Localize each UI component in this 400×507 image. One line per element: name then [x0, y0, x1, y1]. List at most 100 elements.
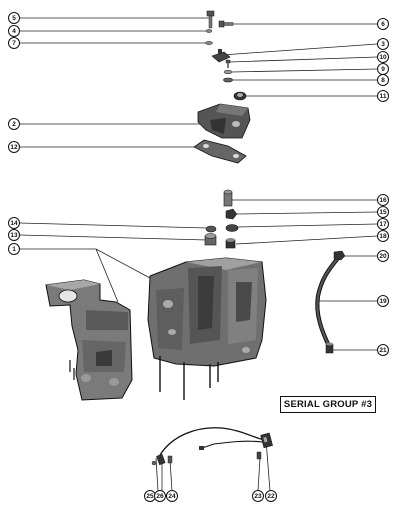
- callout-circle: [8, 12, 20, 24]
- leader-lines: [19, 17, 378, 492]
- wire-harness: [159, 427, 265, 456]
- callout-16: 16: [377, 194, 389, 206]
- callout-26: 26: [154, 490, 166, 502]
- serial-group-text: SERIAL GROUP #3: [283, 399, 373, 410]
- callout-17: 17: [377, 218, 389, 230]
- callout-number: 14: [10, 220, 18, 227]
- callout-number: 4: [12, 28, 16, 35]
- hose-part-19: [315, 255, 341, 351]
- callout-circle: [8, 229, 20, 241]
- callout-number: 8: [381, 77, 385, 84]
- callout-6: 6: [377, 18, 389, 30]
- clip-part-25: [151, 460, 157, 466]
- callout-circle: [8, 37, 20, 49]
- sleeve-part-24: [167, 455, 173, 464]
- callout-circle: [166, 490, 178, 502]
- fitting-part-21: [325, 342, 334, 354]
- callout-number: 17: [379, 221, 387, 228]
- callout-circle: [8, 243, 20, 255]
- callout-circle: [377, 230, 389, 242]
- screw-part-5: [206, 10, 215, 29]
- callout-2: 2: [8, 118, 20, 130]
- callout-circle: [377, 344, 389, 356]
- callout-1: 1: [8, 243, 20, 255]
- fitting-part-20: [333, 250, 346, 261]
- bushing-part-18: [225, 238, 236, 249]
- callout-number: 26: [156, 493, 164, 500]
- plate-part-12: [193, 139, 247, 164]
- callout-number: 15: [379, 209, 387, 216]
- callout-number: 13: [10, 232, 18, 239]
- washer-part-14: [205, 225, 217, 233]
- callout-24: 24: [166, 490, 178, 502]
- callout-number: 7: [12, 40, 16, 47]
- callout-circle: [8, 217, 20, 229]
- callout-15: 15: [377, 206, 389, 218]
- callout-number: 25: [146, 493, 154, 500]
- callout-14: 14: [8, 217, 20, 229]
- washer-part-8: [223, 77, 233, 83]
- callout-circle: [8, 141, 20, 153]
- callout-circle: [8, 25, 20, 37]
- callout-8: 8: [377, 74, 389, 86]
- callout-20: 20: [377, 250, 389, 262]
- callout-number: 21: [379, 347, 387, 354]
- connector-part-26: [156, 453, 166, 466]
- callout-circle: [265, 490, 277, 502]
- callout-number: 5: [12, 15, 16, 22]
- callout-9: 9: [377, 63, 389, 75]
- callout-10: 10: [377, 51, 389, 63]
- callout-19: 19: [377, 295, 389, 307]
- callout-23: 23: [252, 490, 264, 502]
- callout-number: 19: [379, 298, 387, 305]
- bracket-part-3: [211, 49, 231, 63]
- callout-number: 9: [381, 66, 385, 73]
- callout-circle: [252, 490, 264, 502]
- washer-part-7: [205, 41, 213, 45]
- callout-number: 6: [381, 21, 385, 28]
- screw-part-10: [225, 59, 231, 68]
- serial-group-label: SERIAL GROUP #3: [280, 396, 376, 413]
- callout-number: 18: [379, 233, 387, 240]
- callout-number: 2: [12, 121, 16, 128]
- callout-number: 20: [379, 253, 387, 260]
- callout-circle: [377, 90, 389, 102]
- callout-4: 4: [8, 25, 20, 37]
- callout-number: 16: [379, 197, 387, 204]
- fitting-part-15: [225, 208, 238, 220]
- callout-22: 22: [265, 490, 277, 502]
- callout-12: 12: [8, 141, 20, 153]
- callout-21: 21: [377, 344, 389, 356]
- callout-circle: [377, 38, 389, 50]
- screw-part-6: [218, 20, 234, 28]
- pin-part-16: [223, 189, 233, 207]
- callout-circle: [377, 206, 389, 218]
- callout-number: 3: [381, 41, 385, 48]
- callout-number: 1: [12, 246, 16, 253]
- callout-circle: [377, 194, 389, 206]
- washer-part-17: [225, 224, 239, 232]
- housing-right-part-1: [147, 257, 267, 400]
- housing-left-part-1: [45, 279, 133, 401]
- washer-part-4: [205, 29, 213, 33]
- callout-5: 5: [8, 12, 20, 24]
- callout-number: 12: [10, 144, 18, 151]
- callout-number: 10: [379, 54, 387, 61]
- callout-18: 18: [377, 230, 389, 242]
- terminal-part-22: [260, 432, 273, 449]
- callout-11: 11: [377, 90, 389, 102]
- callout-3: 3: [377, 38, 389, 50]
- callout-circle: [154, 490, 166, 502]
- callout-circle: [377, 295, 389, 307]
- callout-7: 7: [8, 37, 20, 49]
- callout-number: 22: [267, 493, 275, 500]
- callout-circle: [377, 74, 389, 86]
- callout-circle: [377, 18, 389, 30]
- callout-13: 13: [8, 229, 20, 241]
- callout-number: 24: [168, 493, 176, 500]
- mount-part-2: [197, 103, 251, 139]
- bushing-part-11: [233, 91, 247, 101]
- clip-part-23: [256, 451, 262, 460]
